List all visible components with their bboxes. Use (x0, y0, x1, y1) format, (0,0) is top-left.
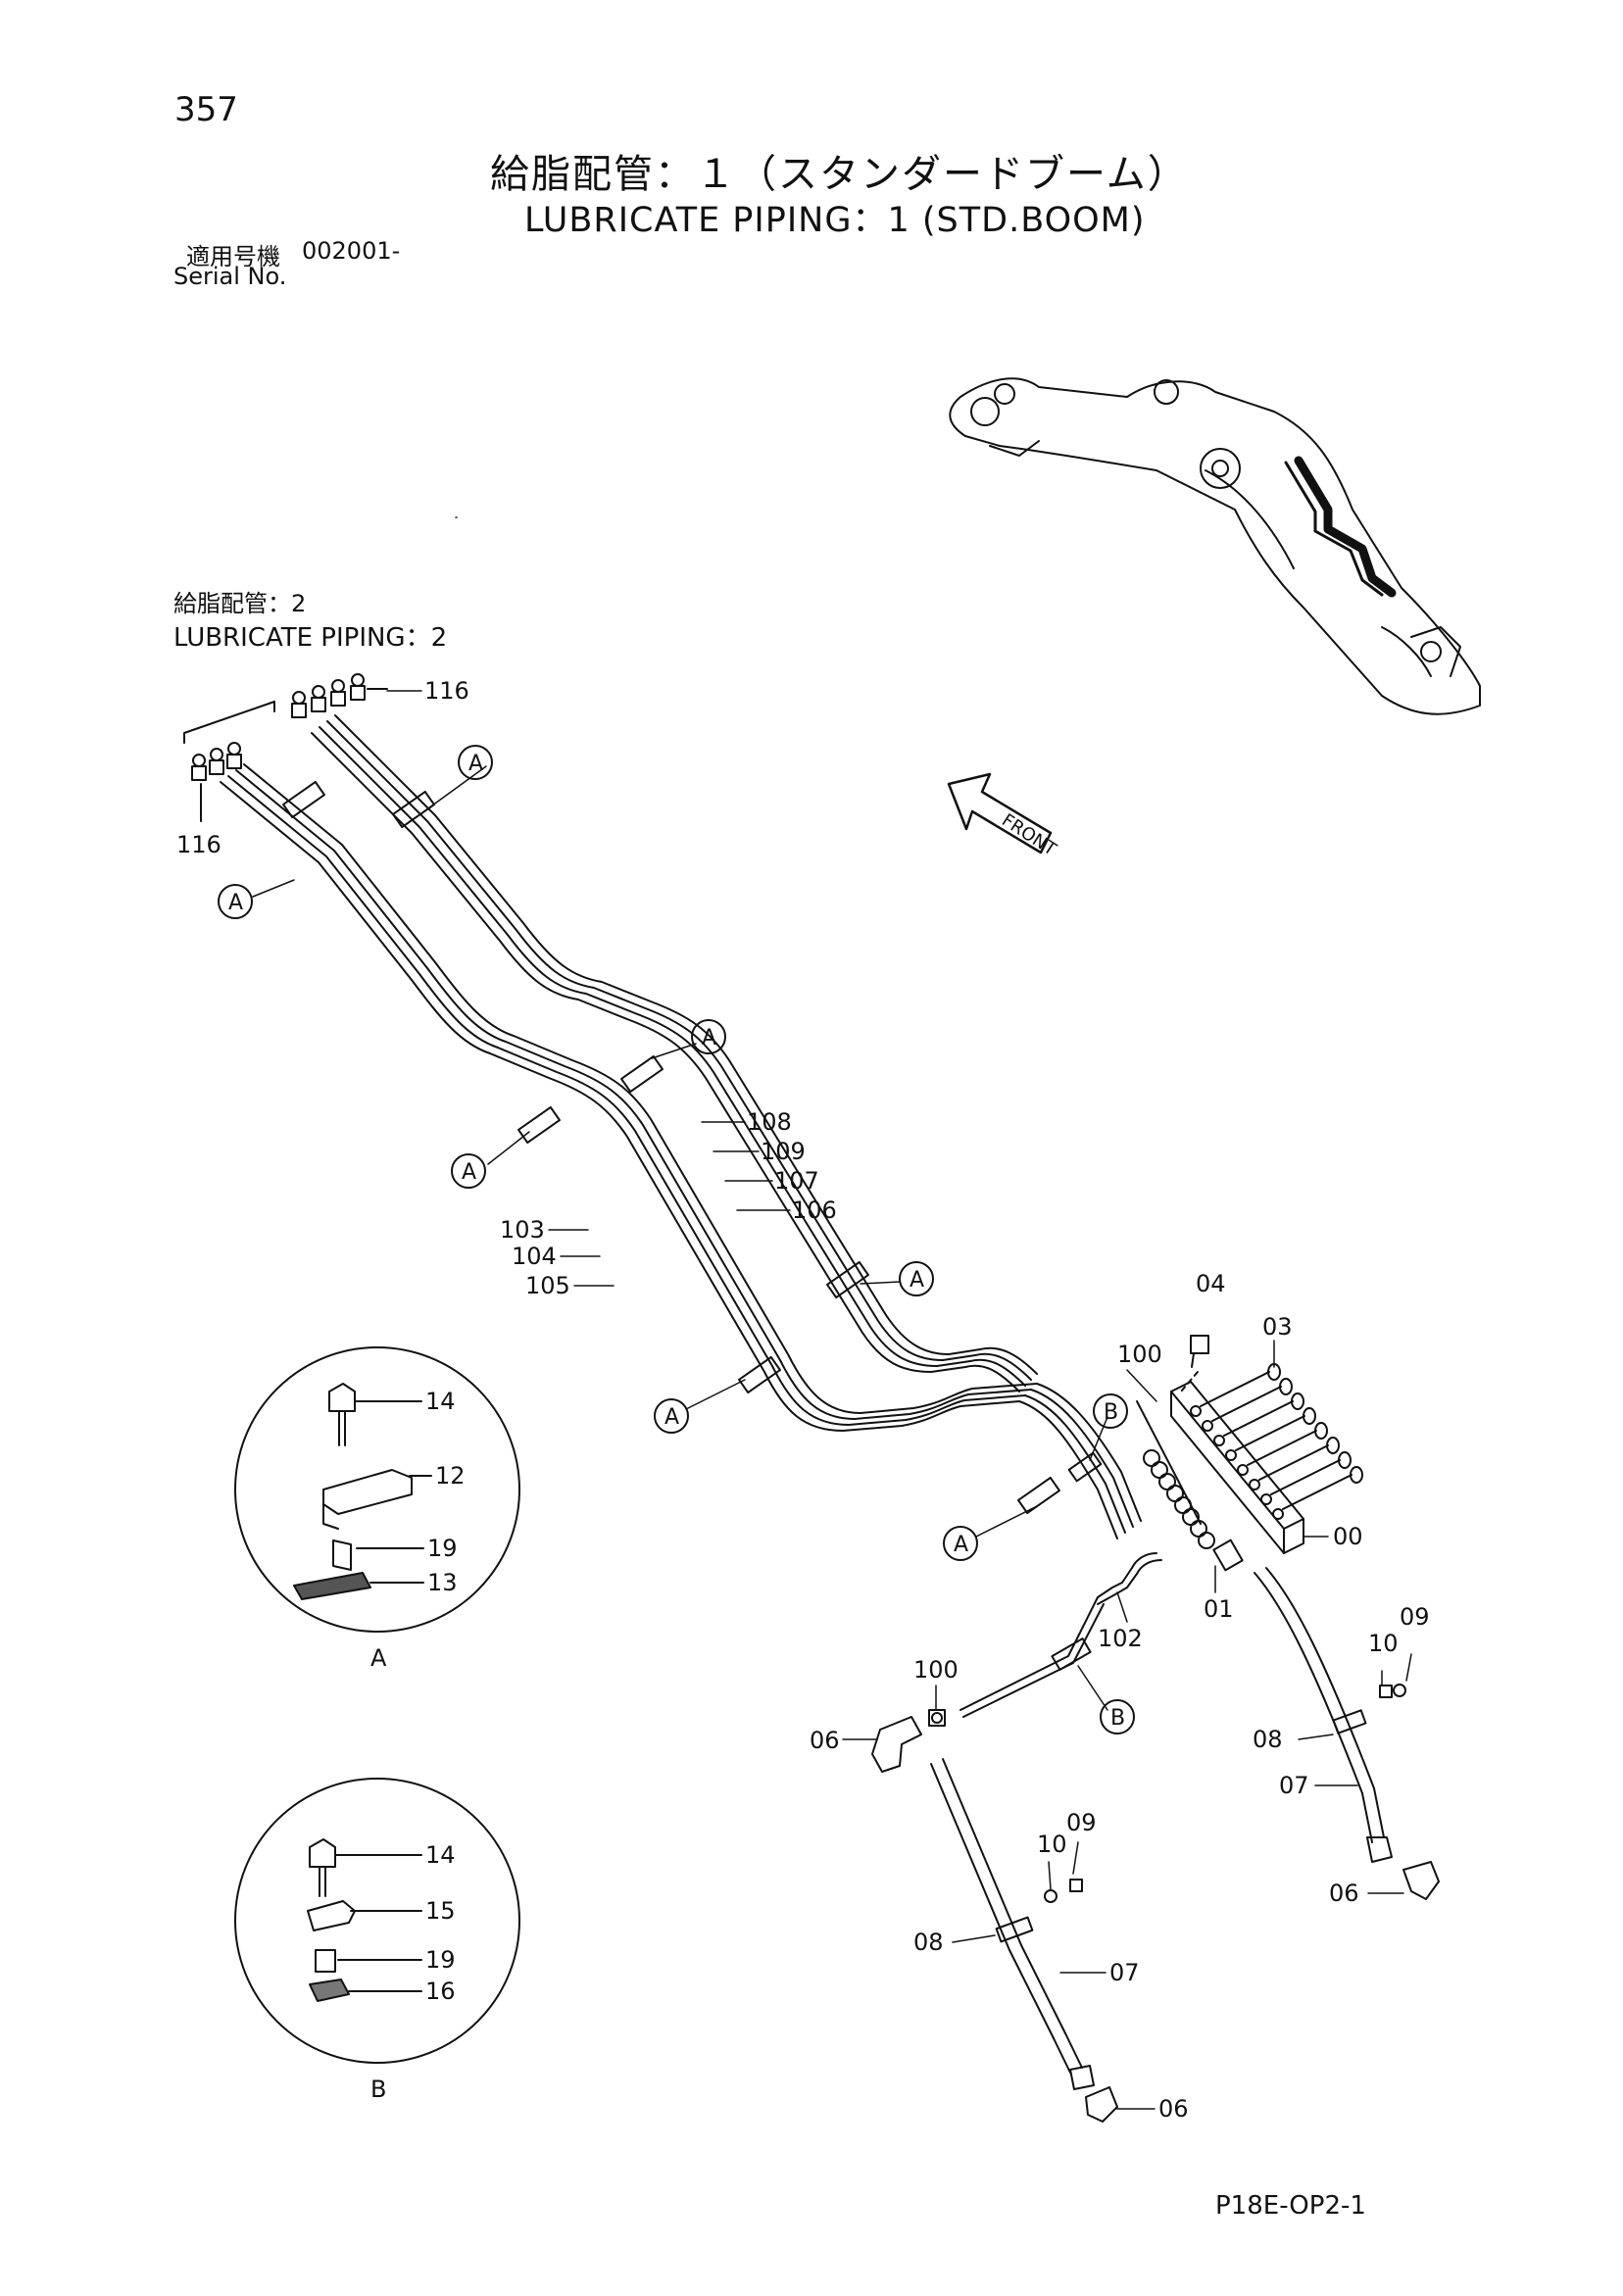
callout-b-2: B (1110, 1706, 1125, 1731)
callout-circles (218, 745, 1135, 1734)
page-number: 357 (174, 90, 238, 129)
label-100-top: 100 (1117, 1341, 1162, 1368)
detail-circle-a (234, 1346, 520, 1633)
detail-a-label-19: 19 (427, 1535, 458, 1562)
label-109: 109 (761, 1138, 806, 1165)
detail-b-label-15: 15 (425, 1897, 456, 1925)
callout-a-2: A (228, 891, 243, 915)
label-06-right: 06 (1329, 1880, 1359, 1907)
leader-lines (386, 690, 1412, 2110)
clamp-a-5 (738, 1355, 781, 1394)
detail-a-caption: A (370, 1644, 387, 1672)
clamp-a-1 (282, 780, 325, 819)
hose-right (1254, 1567, 1406, 1863)
detail-a-label-13: 13 (427, 1569, 458, 1596)
label-104: 104 (512, 1243, 557, 1270)
front-arrow-icon (947, 772, 1053, 855)
label-01: 01 (1204, 1595, 1234, 1623)
clamp-b-lower (1051, 1637, 1092, 1671)
callout-leaders (252, 516, 1108, 1711)
page-title-en: LUBRICATE PIPING：1 (STD.BOOM) (524, 201, 1146, 240)
serial-label-en: Serial No. (173, 263, 287, 290)
label-06-left: 06 (810, 1727, 840, 1754)
fittings-116-left (191, 742, 242, 822)
front-arrow-label: FRONT (998, 810, 1060, 861)
tube-bundle-left (220, 763, 1142, 1539)
label-108: 108 (747, 1108, 792, 1136)
label-08-right: 08 (1253, 1726, 1283, 1753)
detail-a-label-14: 14 (425, 1388, 456, 1415)
hose-lower (930, 1758, 1095, 2090)
label-03: 03 (1262, 1313, 1293, 1341)
detail-a-label-12: 12 (435, 1462, 466, 1490)
label-07-low: 07 (1109, 1959, 1140, 1986)
callout-a-4: A (462, 1160, 476, 1185)
label-06-low: 06 (1158, 2095, 1189, 2123)
label-100-mid: 100 (913, 1656, 959, 1684)
clamp-a-6 (826, 1260, 869, 1299)
fitting-100-mid (928, 1709, 946, 1727)
detail-circle-b (234, 1778, 520, 2064)
label-10-right: 10 (1368, 1630, 1399, 1657)
serial-label-ja: 適用号機 (186, 243, 280, 270)
elbow-06-left (871, 1716, 922, 1773)
elbow-06-right (1402, 1861, 1440, 1900)
elbow-06-lower (1085, 2086, 1118, 2123)
clamp-a-4 (620, 1054, 664, 1094)
clamp-b-upper (1067, 1451, 1103, 1483)
label-102: 102 (1098, 1625, 1143, 1652)
reference-label-en: LUBRICATE PIPING：2 (173, 623, 448, 653)
adapter-01 (1212, 1539, 1244, 1572)
clamp-a-2 (392, 790, 435, 829)
label-07-right: 07 (1279, 1772, 1309, 1799)
label-106: 106 (792, 1197, 837, 1224)
bundle-bracket (183, 701, 275, 744)
callout-a-5: A (910, 1268, 924, 1293)
callout-a-7: A (954, 1533, 968, 1557)
label-10-low: 10 (1037, 1831, 1067, 1858)
label-09-right: 09 (1400, 1603, 1430, 1631)
grease-nipples-03 (1200, 1363, 1363, 1510)
label-105: 105 (525, 1272, 570, 1299)
detail-b-label-16: 16 (425, 1978, 456, 2005)
label-116-left: 116 (176, 831, 221, 858)
detail-b-label-14: 14 (425, 1841, 456, 1869)
label-00: 00 (1333, 1523, 1363, 1550)
tube-bundle-right (311, 714, 1038, 1392)
label-08-low: 08 (913, 1929, 944, 1956)
document-code: P18E-OP2-1 (1215, 2191, 1366, 2221)
clamp-a-3 (517, 1105, 561, 1145)
label-09-low: 09 (1066, 1809, 1097, 1836)
callout-a-3: A (702, 1026, 716, 1050)
label-103: 103 (500, 1216, 545, 1244)
callout-b-1: B (1104, 1400, 1118, 1425)
page-title-ja: 給脂配管：１（スタンダードブーム） (490, 152, 1189, 197)
label-107: 107 (774, 1167, 819, 1195)
reference-label-ja: 給脂配管：2 (173, 590, 307, 617)
label-04: 04 (1196, 1270, 1226, 1297)
label-116-top: 116 (424, 677, 469, 705)
grease-manifold-block (1170, 1381, 1304, 1554)
boom-overview-illustration (949, 377, 1481, 715)
callout-a-1: A (468, 752, 483, 776)
plug-04 (1180, 1335, 1209, 1392)
detail-b-label-19: 19 (425, 1946, 456, 1974)
connectors-100 (1136, 1400, 1215, 1549)
callout-a-6: A (664, 1405, 679, 1430)
clamp-a-7 (1017, 1476, 1060, 1515)
fittings-116-top (291, 673, 388, 718)
detail-b-caption: B (370, 2076, 386, 2103)
serial-value: 002001- (302, 237, 401, 265)
